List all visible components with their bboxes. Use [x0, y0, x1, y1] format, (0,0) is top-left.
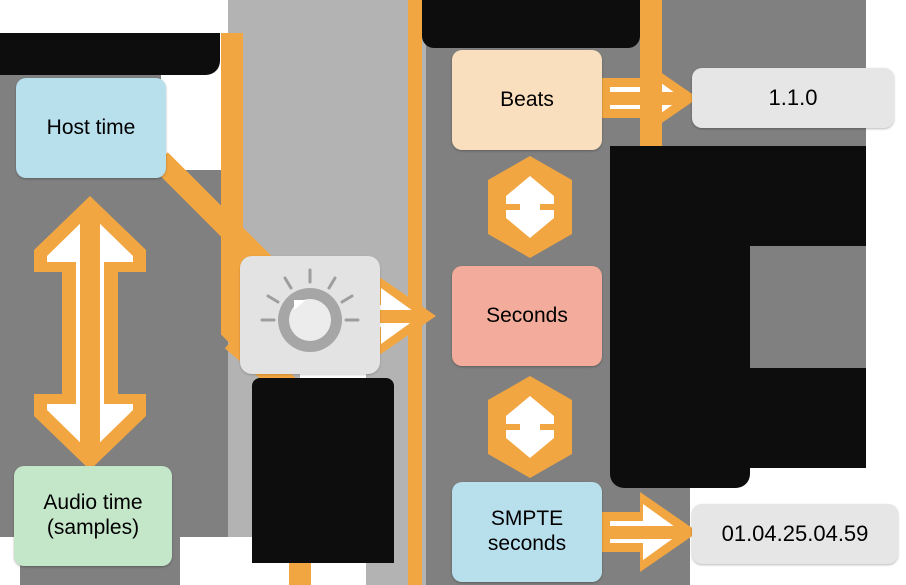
node-smpte-line2: seconds: [487, 532, 567, 555]
value-beats-text: 1.1.0: [768, 85, 818, 111]
redaction-block-bottom-center: [252, 378, 394, 563]
node-audio-time[interactable]: Audio time (samples): [14, 466, 172, 566]
value-smpte-readout[interactable]: 01.04.25.04.59: [692, 504, 898, 564]
node-audio-time-line1: Audio time: [43, 491, 143, 515]
redaction-block-top-left: [0, 33, 220, 75]
redaction-block-top-right: [422, 0, 640, 48]
beats-seconds-link: [488, 156, 572, 258]
smpte-to-value-arrow: [602, 492, 698, 572]
node-smpte-seconds-label: SMPTE seconds: [488, 507, 566, 557]
value-beats-readout[interactable]: 1.1.0: [692, 68, 894, 128]
node-audio-time-label: Audio time (samples): [43, 491, 142, 541]
node-smpte-seconds[interactable]: SMPTE seconds: [452, 482, 602, 582]
node-beats[interactable]: Beats: [452, 50, 602, 150]
value-smpte-text: 01.04.25.04.59: [721, 521, 869, 547]
node-audio-time-line2: (samples): [46, 516, 140, 539]
node-smpte-line1: SMPTE: [490, 507, 564, 531]
rotary-knob-widget[interactable]: [240, 256, 380, 374]
panel-cut-topleft: [0, 0, 228, 33]
seconds-smpte-link: [488, 376, 572, 478]
node-seconds[interactable]: Seconds: [452, 266, 602, 366]
spine-branch: [640, 0, 662, 158]
host-audio-link: [34, 196, 146, 470]
node-seconds-label: Seconds: [486, 303, 568, 327]
spine-vertical-line: [408, 0, 422, 585]
rotary-knob-icon: [260, 268, 360, 352]
node-beats-label: Beats: [500, 87, 554, 111]
node-host-time-label: Host time: [46, 115, 136, 139]
node-host-time[interactable]: Host time: [16, 78, 166, 178]
redaction-block-low-right-2: [610, 368, 750, 488]
redaction-block-mid-right-2: [610, 146, 750, 396]
